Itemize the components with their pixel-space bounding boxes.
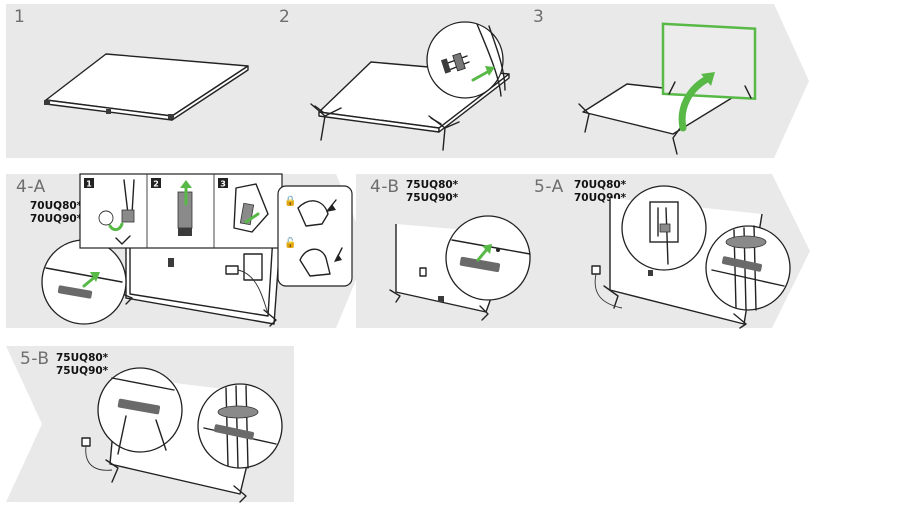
cable-holder-slot	[168, 258, 174, 267]
step-number: 5-B	[20, 349, 50, 369]
step-number: 4-B	[370, 177, 400, 197]
model-list: 70UQ80* 70UQ90*	[30, 200, 83, 225]
cable-holder-icon	[459, 256, 501, 273]
flip-tv-upright-illustration	[578, 22, 757, 155]
step-number: 1	[14, 7, 26, 27]
cable-routing-illustration	[81, 367, 283, 503]
cable-holder-install-illustration: 1 2 3 🔒 🔓	[41, 173, 353, 327]
substep-number: 1	[86, 180, 92, 189]
substep-number: 3	[220, 180, 226, 189]
step-4b-panel: 4-B 75UQ80* 75UQ90*	[356, 174, 558, 328]
step-number: 4-A	[16, 177, 46, 197]
step-5b-panel: 5-B 75UQ80* 75UQ90*	[6, 346, 294, 503]
power-plug-icon	[81, 437, 91, 447]
substep-number: 2	[153, 180, 159, 189]
lock-unlock-box	[277, 185, 353, 287]
step-number: 5-A	[534, 177, 564, 197]
step-3-panel: 3	[513, 4, 809, 158]
step-2-panel: 2	[259, 4, 549, 158]
cable-routing-illustration	[591, 185, 791, 329]
upright-tv	[661, 22, 757, 100]
flip-arrow	[678, 74, 713, 132]
stand-left	[310, 103, 342, 141]
model-list: 75UQ80* 75UQ90*	[56, 352, 109, 377]
cable-holder-icon	[57, 285, 93, 299]
attach-stands-illustration	[310, 21, 510, 151]
step-5a-panel: 5-A 70UQ80* 70UQ90*	[522, 174, 810, 329]
cable-holder-install-illustration	[389, 215, 531, 321]
tv-face-down-illustration	[44, 53, 249, 121]
step-number: 3	[533, 7, 545, 27]
model-list: 75UQ80* 75UQ90*	[406, 179, 459, 204]
lock-icon: 🔒	[284, 195, 296, 207]
step-number: 2	[279, 7, 291, 27]
cable-holder-icon	[725, 235, 767, 249]
cable-holder-icon	[117, 398, 161, 415]
step-1-panel: 1	[6, 4, 296, 158]
unlock-icon: 🔓	[284, 236, 296, 249]
step-4a-panel: 4-A 70UQ80* 70UQ90* 1 2 3	[6, 173, 368, 328]
power-plug-icon	[591, 265, 601, 275]
